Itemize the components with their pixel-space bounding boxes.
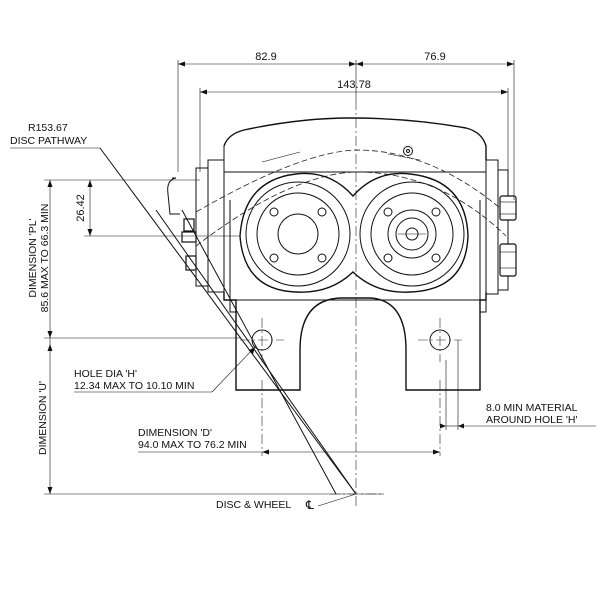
disc-radius-label: R153.67 bbox=[28, 122, 68, 134]
caliper-body bbox=[195, 117, 509, 391]
dim-overall-width: 143.78 bbox=[337, 79, 371, 91]
centerlines bbox=[261, 100, 441, 506]
bolt-icon bbox=[185, 255, 197, 271]
disc-pathway-line bbox=[99, 147, 357, 495]
centerline-label: DISC & WHEEL bbox=[216, 499, 291, 511]
top-bolt-icon bbox=[403, 146, 413, 156]
mounting-holes bbox=[240, 318, 462, 362]
hole-dia-range: 12.34 MAX TO 10.10 MIN bbox=[74, 380, 194, 392]
right-bolts bbox=[499, 195, 517, 277]
disc-arc-dashed bbox=[195, 149, 501, 213]
left-dimensions: 26.42 DIMENSION 'PL' 85.6 MAX TO 66.3 MI… bbox=[27, 179, 384, 495]
dim-top-right: 76.9 bbox=[424, 51, 445, 63]
hole-dia-title: HOLE DIA 'H' bbox=[74, 368, 137, 380]
dim-pl-title: DIMENSION 'PL' bbox=[27, 218, 39, 297]
piston-pair bbox=[239, 172, 469, 293]
left-piston bbox=[245, 181, 351, 287]
left-bolts bbox=[167, 177, 197, 271]
material-line2: AROUND HOLE 'H' bbox=[486, 414, 578, 426]
disc-pathway-callout: R153.67 DISC PATHWAY bbox=[10, 122, 100, 149]
bleed-pipe bbox=[167, 177, 180, 215]
left-side-plate bbox=[195, 167, 209, 287]
right-piston bbox=[359, 181, 465, 287]
centerline-symbol-icon: ℄ bbox=[305, 498, 314, 512]
disc-pathway-label: DISC PATHWAY bbox=[10, 135, 87, 147]
bolt-hole-icon bbox=[269, 207, 279, 217]
bolt-icon bbox=[499, 195, 517, 221]
top-dimensions: 82.9 76.9 143.78 bbox=[177, 51, 515, 200]
right-side-plate bbox=[497, 169, 509, 291]
bolt-icon bbox=[183, 218, 195, 232]
centerline-callout: DISC & WHEEL ℄ bbox=[216, 493, 357, 512]
dimension-d-callout: DIMENSION 'D' 94.0 MAX TO 76.2 MIN bbox=[138, 427, 440, 455]
dim-u-label: DIMENSION 'U' bbox=[37, 381, 49, 455]
dim-d-range: 94.0 MAX TO 76.2 MIN bbox=[138, 439, 247, 451]
dim-d-title: DIMENSION 'D' bbox=[138, 427, 212, 439]
material-callout: 8.0 MIN MATERIAL AROUND HOLE 'H' bbox=[440, 340, 596, 430]
dim-pl-offset: 26.42 bbox=[75, 194, 87, 222]
bolt-icon bbox=[499, 243, 517, 277]
hole-dia-callout: HOLE DIA 'H' 12.34 MAX TO 10.10 MIN bbox=[74, 346, 256, 393]
bolt-hole-icon bbox=[383, 207, 393, 217]
dim-pl-range: 85.6 MAX TO 66.3 MIN bbox=[39, 204, 51, 313]
dim-top-left: 82.9 bbox=[255, 51, 276, 63]
material-line1: 8.0 MIN MATERIAL bbox=[486, 402, 578, 414]
